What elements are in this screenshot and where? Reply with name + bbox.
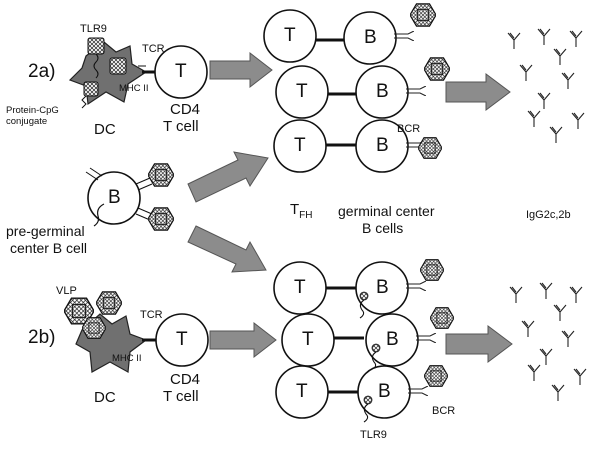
igg-label: IgG2c,2b	[526, 209, 571, 221]
cd4-label-a-line2: T cell	[163, 118, 199, 135]
b-letter-a2: B	[376, 81, 389, 102]
panel-b-label: 2b)	[28, 327, 56, 348]
pre-gc-label-line2: center B cell	[10, 240, 88, 256]
tb-pair-a2	[275, 57, 450, 119]
b-letter-b2: B	[386, 329, 399, 350]
dc-label-a: DC	[94, 121, 116, 138]
tfh-subscript: FH	[299, 210, 313, 221]
bcr-label-a: BCR	[397, 123, 421, 135]
bcr-label-b: BCR	[432, 405, 456, 417]
cd4-t-cell-a	[154, 45, 208, 99]
tb-pair-b3	[275, 365, 448, 423]
mhc-label-b: MHC II	[112, 353, 142, 364]
b-letter-b3: B	[378, 381, 391, 402]
conjugate-label-line1: Protein-CpG	[6, 105, 59, 116]
cd4-label-b-line2: T cell	[163, 388, 199, 405]
tfh-main: T	[290, 201, 300, 218]
b-letter-b1: B	[376, 277, 389, 298]
t-letter-a2: T	[296, 81, 308, 102]
t-letter-a3: T	[294, 135, 306, 156]
conjugate-label-line2: conjugate	[6, 116, 48, 127]
antibodies-b	[509, 282, 587, 402]
tlr9-label-b: TLR9	[360, 429, 387, 441]
t-letter-b2: T	[302, 329, 314, 350]
tcr-label-a: TCR	[142, 43, 165, 55]
pre-gc-label-line1: pre-germinal	[6, 223, 85, 239]
panel-a-label: 2a)	[28, 61, 56, 82]
tb-pair-b1	[273, 259, 444, 319]
b-letter-pre-gc: B	[108, 187, 121, 208]
cd4-label-b-line1: CD4	[170, 371, 201, 388]
tfh-label: TFH	[290, 202, 313, 221]
cd4-label-a-line1: CD4	[170, 101, 201, 118]
germinal-center-label-line1: germinal center	[338, 203, 435, 219]
cd4-t-cell-b	[155, 313, 209, 367]
arrow-b2	[445, 325, 513, 363]
tb-pair-b2	[281, 307, 454, 371]
cd4-t-letter-a: T	[175, 61, 187, 82]
tcr-label-b: TCR	[140, 309, 163, 321]
b-letter-a1: B	[364, 27, 377, 48]
protein-cpg-conjugate	[81, 37, 127, 109]
pre-germinal-center-b-cell	[85, 163, 174, 231]
tb-pair-a3	[273, 119, 442, 173]
tlr9-label-a: TLR9	[80, 23, 107, 35]
antibodies-a	[507, 28, 585, 144]
vlp-label-b: VLP	[56, 285, 77, 297]
arrow-middle-down	[187, 225, 267, 273]
germinal-center-label-line2: B cells	[362, 220, 404, 236]
t-letter-b3: T	[296, 381, 308, 402]
b-letter-a3: B	[376, 135, 389, 156]
t-letter-b1: T	[294, 277, 306, 298]
dc-label-b: DC	[94, 389, 116, 406]
arrow-a1	[209, 51, 273, 89]
arrow-a2	[445, 73, 511, 111]
arrow-b1	[209, 321, 277, 359]
dc-cell-a	[68, 41, 148, 106]
tb-pair-a1	[263, 3, 436, 65]
cd4-t-letter-b: T	[176, 329, 188, 350]
t-letter-a1: T	[284, 25, 296, 46]
arrow-middle-up	[187, 151, 269, 203]
mhc-label-a: MHC II	[119, 83, 149, 94]
